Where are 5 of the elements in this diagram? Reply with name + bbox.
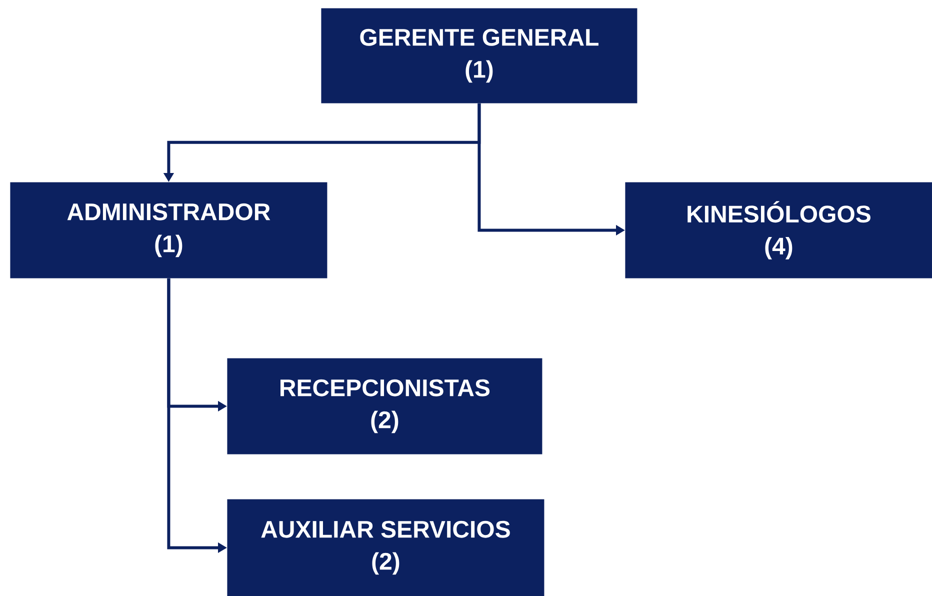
position-box: KINESIÓLOGOS (4) [625,182,932,278]
position-box: GERENTE GENERAL (1) [321,8,638,104]
position-box: RECEPCIONISTAS (2) [227,358,542,454]
position-box: ADMINISTRADOR (1) [10,182,328,278]
position-box: AUXILIAR SERVICIOS (2) [227,499,544,596]
